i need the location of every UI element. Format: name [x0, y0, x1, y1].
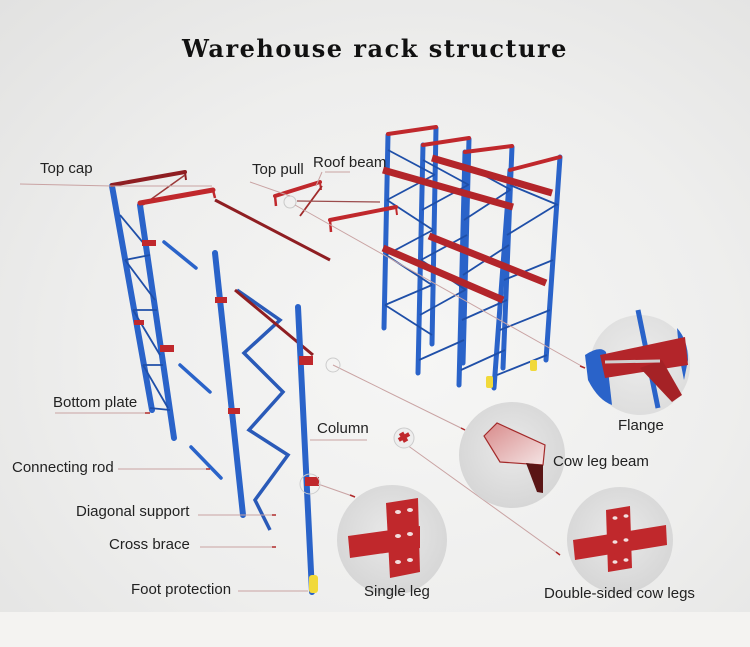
cow-leg-beam-detail	[459, 402, 565, 508]
label-top-cap: Top cap	[40, 160, 93, 177]
label-roof-beam: Roof beam	[313, 154, 387, 171]
double-sided-cow-legs-detail	[567, 487, 673, 593]
label-cow-leg-beam: Cow leg beam	[553, 453, 649, 470]
label-bottom-plate: Bottom plate	[53, 394, 138, 411]
label-foot-protection: Foot protection	[131, 581, 232, 598]
label-top-pull: Top pull	[252, 161, 304, 178]
flange-detail	[585, 309, 690, 415]
single-leg-detail	[337, 485, 447, 595]
label-flange: Flange	[618, 417, 664, 434]
bottom-strip	[0, 612, 750, 647]
label-diagonal-support: Diagonal support	[76, 503, 190, 520]
label-connecting-rod: Connecting rod	[12, 459, 114, 476]
diagram-title: Warehouse rack structure	[182, 34, 568, 63]
leader-lines	[19, 171, 586, 592]
assembled-rack	[381, 125, 563, 391]
label-double-sided-cow-legs: Double-sided cow legs	[544, 585, 695, 602]
label-column: Column	[317, 420, 369, 437]
leader-arrowheads	[145, 365, 586, 556]
label-single-leg: Single leg	[364, 583, 430, 600]
small-cross-icon	[397, 431, 411, 443]
label-cross-brace: Cross brace	[109, 536, 190, 553]
exploded-frame	[109, 170, 398, 595]
